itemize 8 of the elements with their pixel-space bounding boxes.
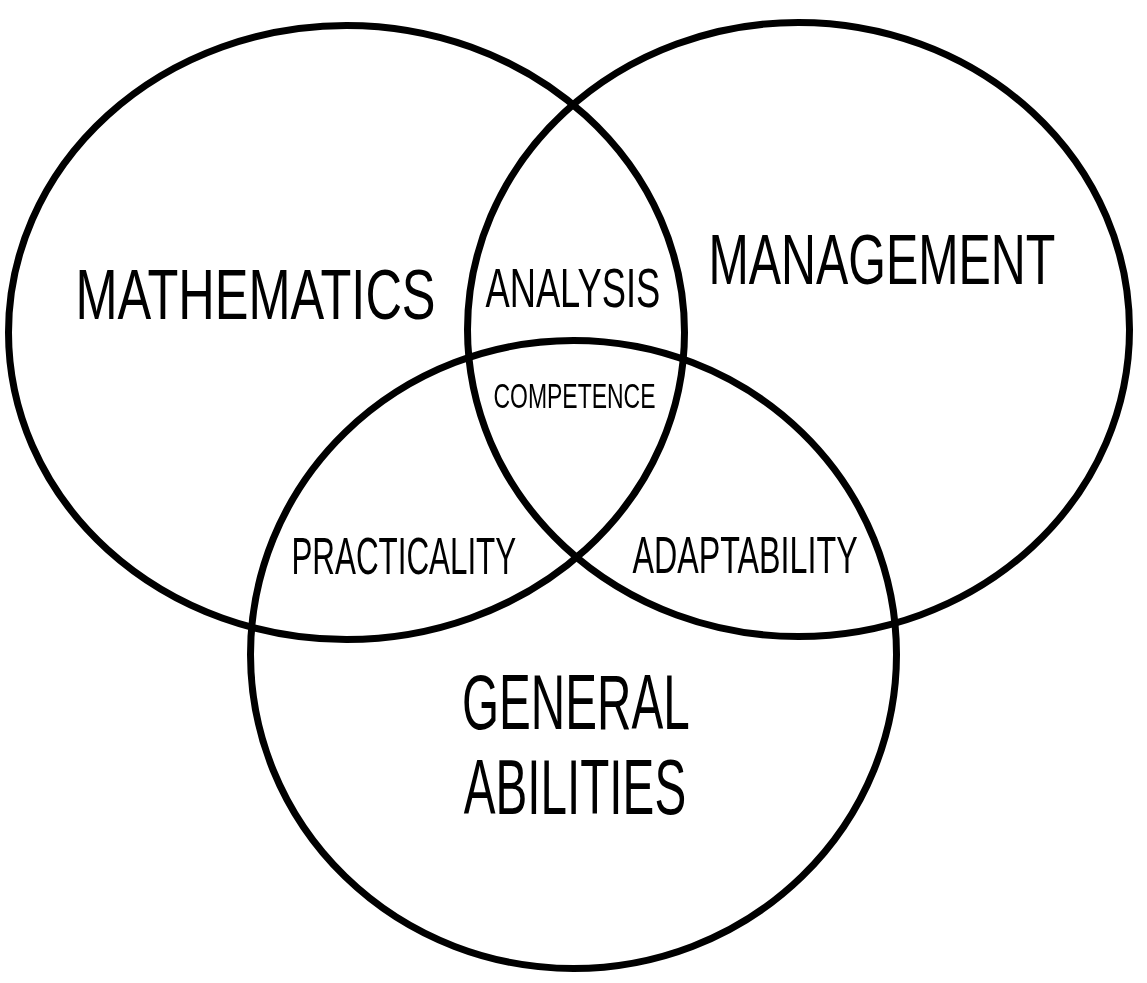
overlap-label: ANALYSIS xyxy=(485,260,661,316)
set-label: MATHEMATICS xyxy=(75,260,436,330)
overlap-label: ADAPTABILITY xyxy=(632,529,858,581)
set-label: GENERAL ABILITIES xyxy=(462,660,688,830)
set-circle xyxy=(246,336,900,972)
set-label: MANAGEMENT xyxy=(708,225,1056,295)
overlap-label: PRACTICALITY xyxy=(291,530,517,582)
overlap-label: COMPETENCE xyxy=(493,377,655,413)
